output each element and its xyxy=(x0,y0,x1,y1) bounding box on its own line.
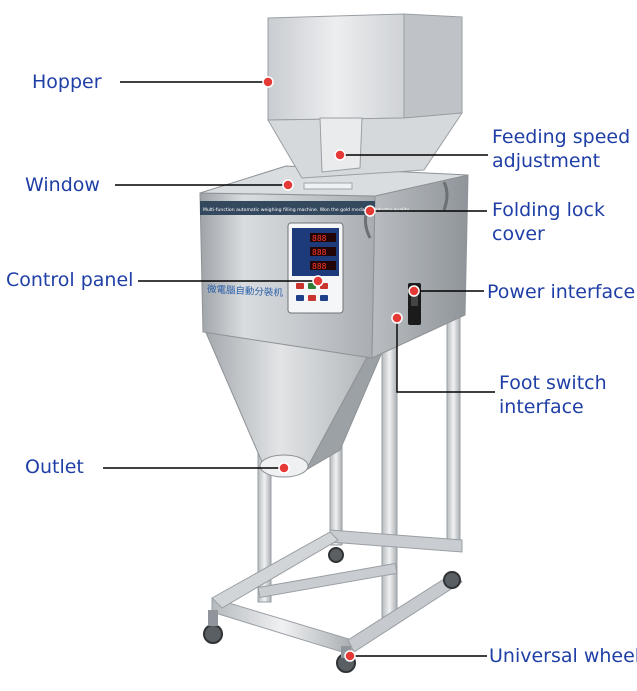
label-folding-lock-line1: Folding lock xyxy=(492,199,605,221)
hopper-side xyxy=(403,13,463,119)
label-hopper: Hopper xyxy=(32,70,102,94)
marker-outlet xyxy=(278,462,290,474)
left-frame-bar xyxy=(211,531,339,609)
hopper-taper xyxy=(267,112,463,179)
body-banner xyxy=(200,201,375,215)
hopper-front xyxy=(267,13,405,121)
wheel-rear-left xyxy=(328,547,344,563)
label-folding-lock: Folding lock cover xyxy=(492,198,605,246)
marker-feeding-speed xyxy=(334,149,346,161)
label-power-interface-text: Power interface xyxy=(487,281,636,303)
label-control-panel-text: Control panel xyxy=(6,269,134,291)
label-feeding-speed-line2: adjustment xyxy=(492,150,601,172)
label-window: Window xyxy=(25,173,100,197)
marker-folding-lock xyxy=(364,205,376,217)
stand xyxy=(211,317,463,656)
marker-universal-wheel xyxy=(344,650,356,662)
marker-foot-switch xyxy=(391,312,403,324)
svg-text:888: 888 xyxy=(312,234,327,243)
mid-cross-bar xyxy=(257,562,398,599)
banner-text: Multi-function automatic weighing fillin… xyxy=(203,207,409,213)
leader-lines xyxy=(103,81,495,657)
label-outlet: Outlet xyxy=(25,455,84,479)
label-window-text: Window xyxy=(25,174,100,196)
hopper-neck xyxy=(319,117,363,173)
label-control-panel: Control panel xyxy=(6,268,133,292)
label-universal-wheel-text: Universal wheel xyxy=(489,645,637,667)
wheel-rear-right xyxy=(443,571,461,589)
label-folding-lock-line2: cover xyxy=(492,223,545,245)
label-feeding-speed: Feeding speed adjustment xyxy=(492,125,630,173)
markers xyxy=(262,76,420,662)
body-top xyxy=(199,165,469,197)
label-universal-wheel: Universal wheel xyxy=(489,644,637,668)
label-foot-switch-line2: interface xyxy=(499,396,584,418)
label-foot-switch: Foot switch interface xyxy=(499,371,607,419)
panel-displays: 888 888 888 xyxy=(310,233,336,271)
label-feeding-speed-line1: Feeding speed xyxy=(492,126,631,148)
svg-text:888: 888 xyxy=(312,248,327,257)
svg-text:888: 888 xyxy=(312,262,327,271)
front-frame-bar xyxy=(211,597,353,656)
marker-power-interface xyxy=(408,285,420,297)
rear-right-leg xyxy=(446,317,461,549)
marker-hopper xyxy=(262,76,274,88)
label-power-interface: Power interface xyxy=(487,280,635,304)
label-foot-switch-line1: Foot switch xyxy=(499,372,607,394)
leader-foot-switch xyxy=(396,318,495,393)
right-frame-bar xyxy=(347,571,463,653)
viewing-window xyxy=(303,182,353,190)
folding-lock-clip-right xyxy=(442,181,449,211)
label-hopper-text: Hopper xyxy=(32,71,102,93)
wheel-front-left xyxy=(203,624,223,644)
marker-control-panel xyxy=(312,275,324,287)
marker-window xyxy=(282,179,294,191)
label-outlet-text: Outlet xyxy=(25,456,84,478)
